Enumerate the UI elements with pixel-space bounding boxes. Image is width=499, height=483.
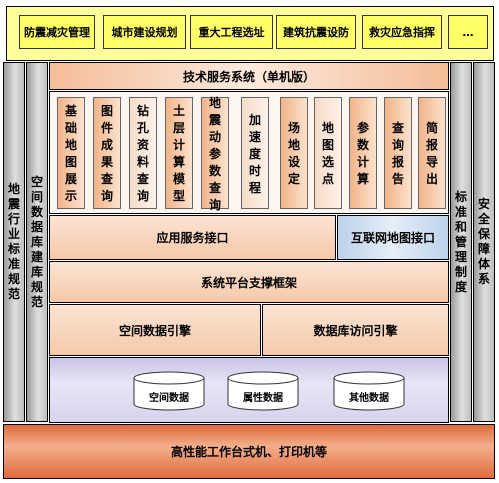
module-borehole-query: 钻孔资料查询	[129, 97, 157, 209]
module-ground-motion-query: 地震动参数查询	[201, 96, 229, 212]
management-standards-column: 标准和管理制度	[450, 62, 472, 422]
domain-label: 重大工程选址	[198, 26, 265, 39]
domain-seismic-fortification: 建筑抗震设防	[276, 15, 356, 49]
module-label: 加速度时程	[248, 112, 261, 195]
module-label: 地图选点	[321, 121, 334, 186]
industry-standards-column: 地震行业标准规范	[3, 62, 25, 422]
security-system-label: 安全保障体系	[477, 197, 490, 286]
spatial-data-cylinder: 空间数据	[133, 371, 205, 411]
module-query-report: 查询报告	[384, 97, 412, 209]
service-system-header: 技术服务系统（单机版）	[49, 62, 449, 90]
database-access-engine-label: 数据库访问引擎	[313, 323, 398, 338]
domain-label: 建筑抗震设防	[283, 26, 349, 39]
domain-label: …	[462, 25, 474, 39]
module-soil-model: 土层计算模型	[165, 97, 193, 209]
domain-label: 城市建设规划	[111, 26, 178, 39]
spatial-data-engine-label: 空间数据引擎	[118, 323, 191, 338]
domain-more: …	[448, 15, 488, 49]
security-system-column: 安全保障体系	[473, 62, 495, 422]
database-standards-column: 空间数据库建库规范	[26, 62, 48, 422]
database-label: 其他数据	[349, 392, 389, 404]
other-data-cylinder: 其他数据	[333, 371, 405, 411]
domain-urban-planning: 城市建设规划	[103, 15, 186, 49]
database-icon	[333, 371, 405, 411]
app-service-interface-label: 应用服务接口	[156, 231, 229, 245]
module-label: 查询报告	[391, 121, 404, 186]
spatial-data-engine: 空间数据引擎	[49, 304, 261, 356]
module-label: 钻孔资料查询	[136, 104, 149, 203]
domain-label: 防震减灾管理	[24, 26, 90, 39]
module-label: 土层计算模型	[172, 104, 185, 203]
database-label: 空间数据	[149, 392, 189, 404]
module-label: 参数计算	[356, 121, 369, 186]
attribute-data-cylinder: 属性数据	[227, 371, 299, 411]
hardware-layer-label: 高性能工作台式机、打印机等	[170, 445, 327, 459]
management-standards-label: 标准和管理制度	[454, 189, 467, 294]
database-icon	[227, 371, 299, 411]
module-acceleration-history: 加速度时程	[241, 97, 269, 209]
app-service-interface: 应用服务接口	[49, 215, 336, 260]
platform-framework: 系统平台支撑框架	[49, 261, 449, 303]
internet-map-interface-label: 互联网地图接口	[350, 231, 435, 245]
hardware-layer: 高性能工作台式机、打印机等	[3, 424, 495, 479]
domain-emergency-command: 救灾应急指挥	[362, 15, 442, 49]
module-site-setting: 场地设定	[280, 97, 308, 209]
module-map-point-select: 地图选点	[314, 97, 342, 209]
module-parameter-calc: 参数计算	[349, 97, 377, 209]
module-brief-export: 简报导出	[418, 97, 446, 209]
database-label: 属性数据	[243, 392, 283, 404]
internet-map-interface: 互联网地图接口	[337, 215, 449, 260]
database-icon	[133, 371, 205, 411]
domain-label: 救灾应急指挥	[369, 26, 435, 39]
module-label: 地震动参数查询	[208, 95, 221, 212]
industry-standards-label: 地震行业标准规范	[7, 182, 20, 301]
module-label: 简报导出	[425, 121, 438, 186]
module-label: 场地设定	[287, 121, 300, 186]
module-map-results-query: 图件成果查询	[93, 97, 121, 209]
module-label: 图件成果查询	[100, 104, 113, 203]
database-access-engine: 数据库访问引擎	[262, 304, 449, 356]
module-base-map-display: 基础地图展示	[57, 97, 85, 209]
module-label: 基础地图展示	[64, 104, 77, 203]
domain-earthquake-management: 防震减灾管理	[19, 15, 95, 49]
domain-site-selection: 重大工程选址	[190, 15, 273, 49]
database-standards-label: 空间数据库建库规范	[30, 174, 43, 309]
service-system-title: 技术服务系统（单机版）	[182, 69, 315, 84]
platform-framework-label: 系统平台支撑框架	[200, 275, 297, 290]
